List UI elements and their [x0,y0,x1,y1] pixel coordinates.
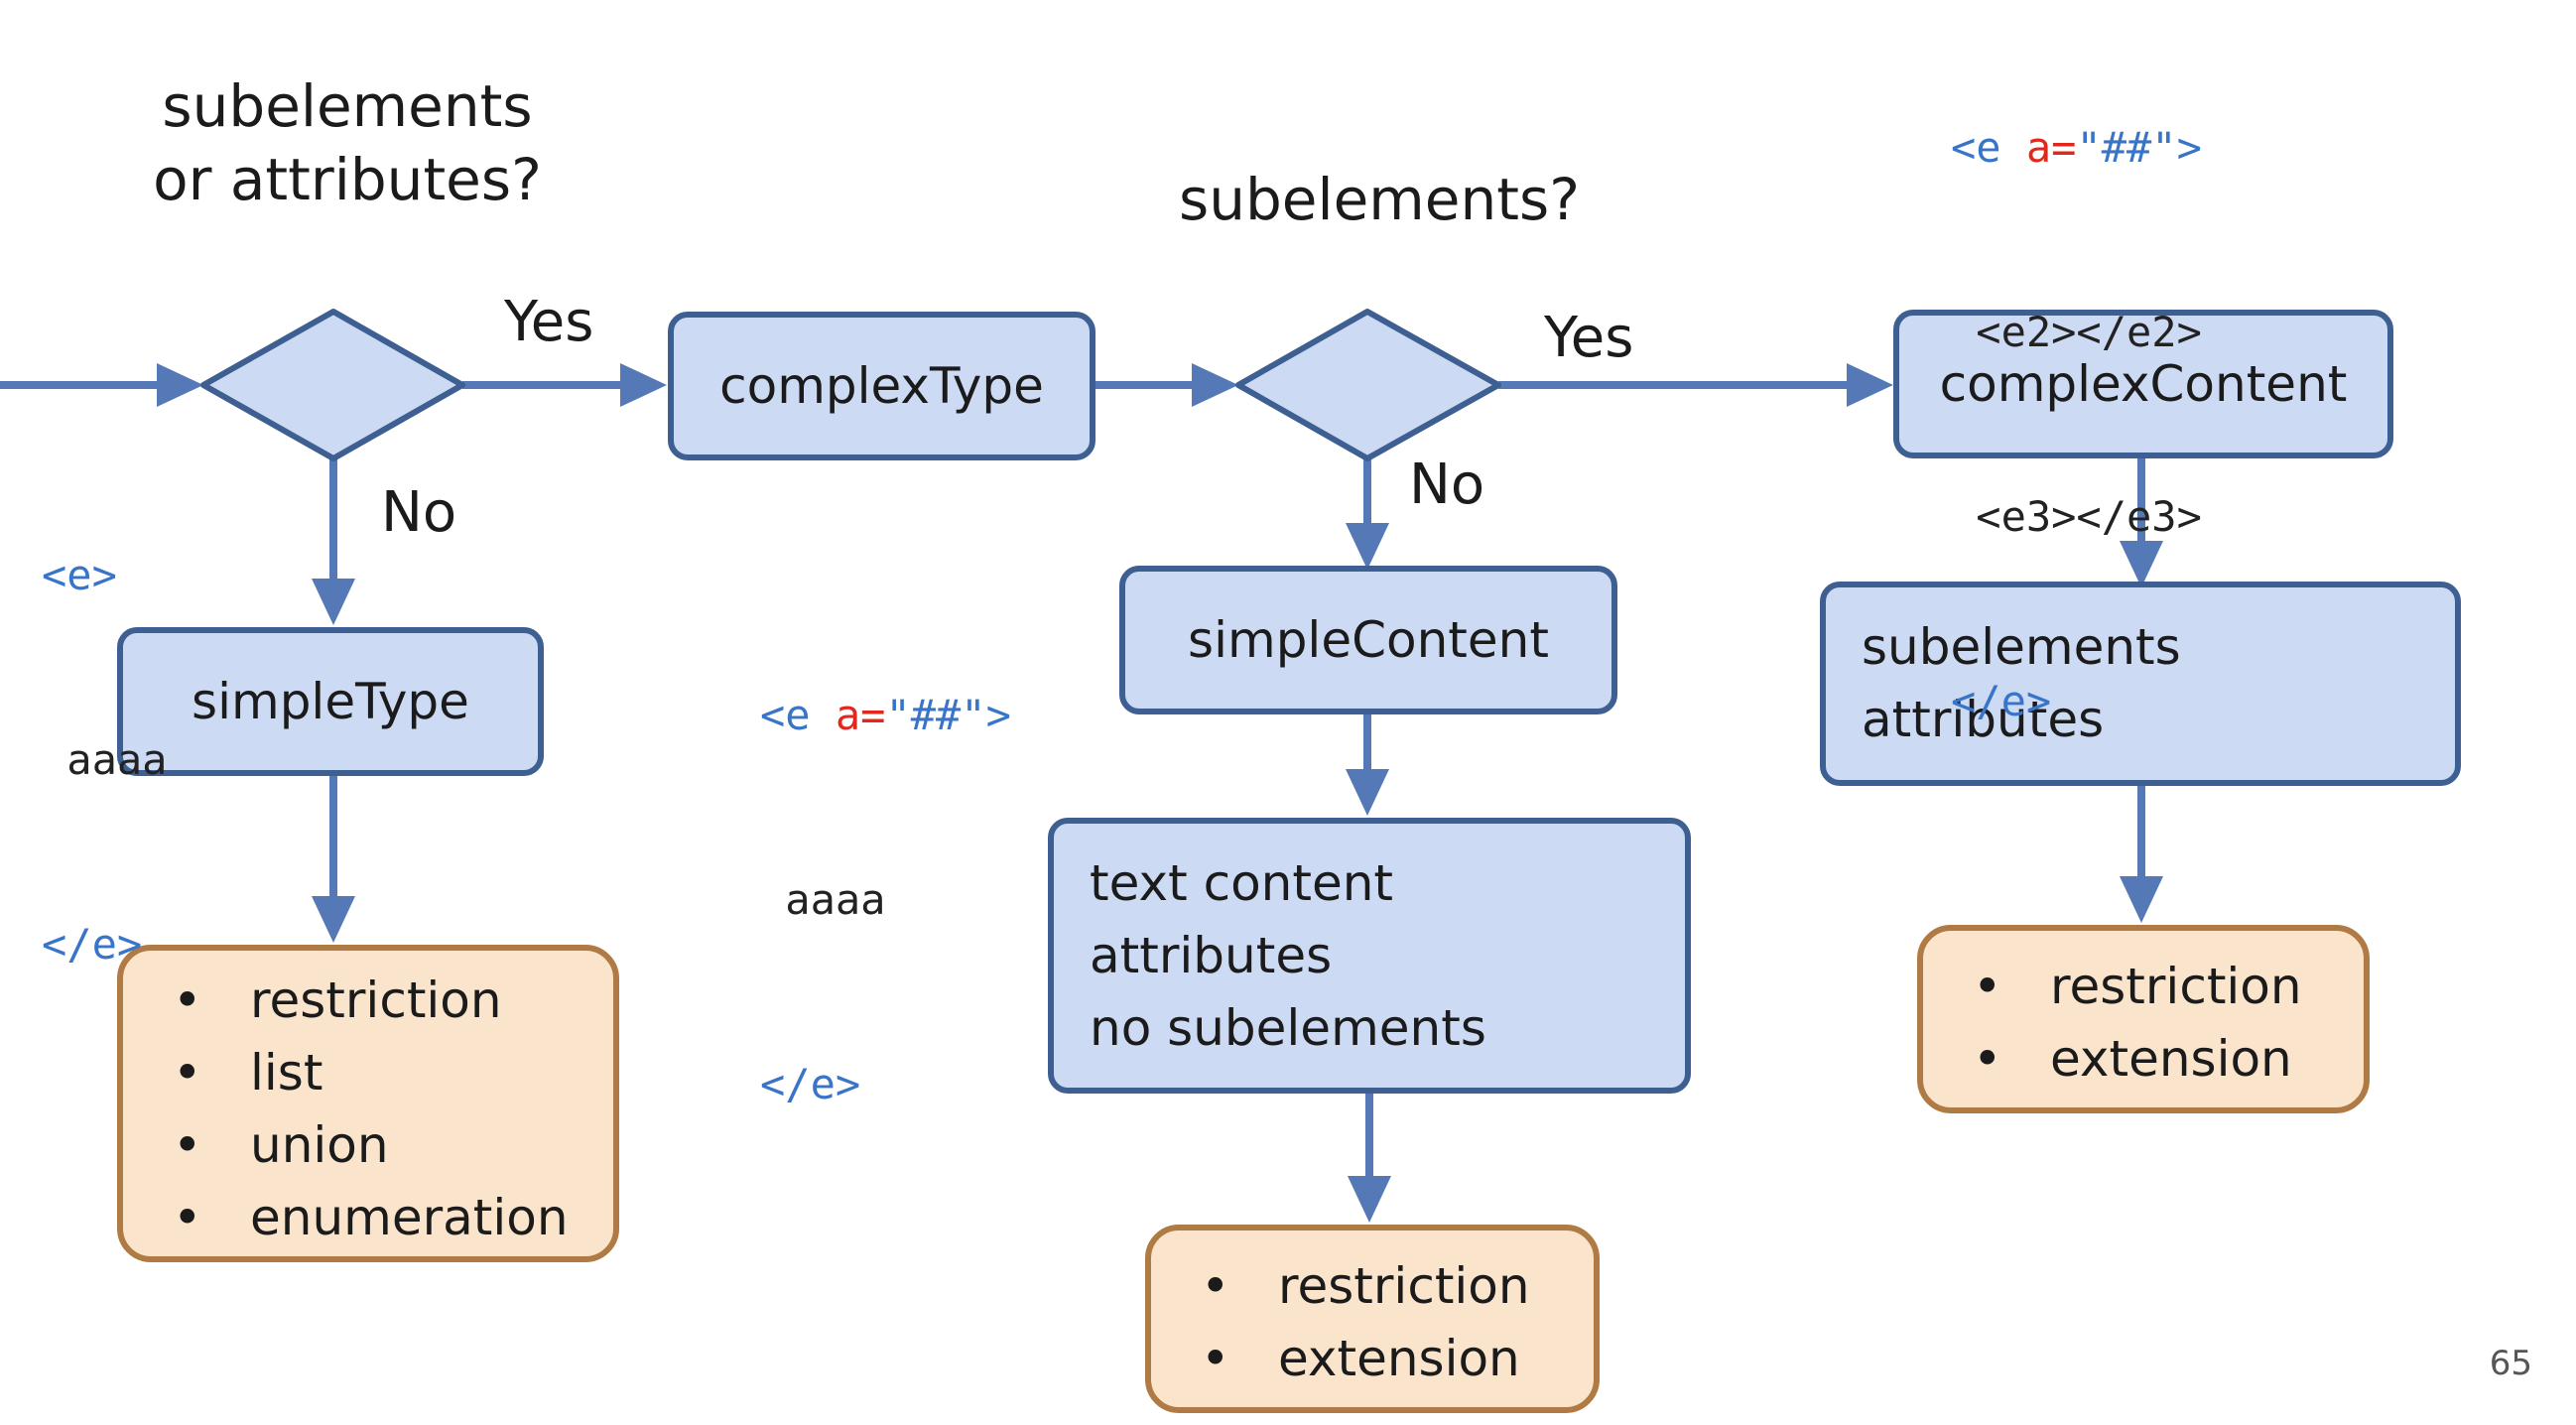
complexcontent-node: complexContent [1893,310,2393,458]
option-label: restriction [1278,1257,1530,1315]
option-label: extension [1278,1330,1520,1387]
code-open-tag: <e> [42,551,117,599]
code-attr-name: a= [2025,123,2077,172]
arrowhead [1847,363,1893,407]
code-close-tag: </e> [760,1060,861,1108]
code-body: aaaa [760,875,886,924]
code-body: aaaa [42,735,168,784]
code-child-e3: <e3></e3> [1951,492,2202,541]
option-label: extension [2050,1030,2292,1088]
arrowhead [312,896,355,943]
code-example-attribute: <e a="##"> aaaa </e> [760,562,1011,1177]
arrowhead [157,363,203,407]
subelements-line: subelements [1862,618,2181,676]
option-label: union [250,1116,389,1174]
question-subelements: subelements? [1179,166,1580,233]
text-content-node: text content attributes no subelements [1048,818,1691,1094]
arrowhead [620,363,667,407]
simpletype-node: simpleType [117,627,544,776]
option-label: restriction [2050,958,2302,1015]
code-open-tag-end: > [2176,123,2202,172]
arrowhead [312,579,355,625]
attributes-line: attributes [1090,926,1333,984]
option-label: restriction [250,972,502,1029]
question-line-1: subelements [162,72,533,140]
option-item: • extension [1151,1323,1594,1395]
question-line-2: or attributes? [153,146,542,213]
complexcontent-label: complexContent [1939,355,2348,413]
code-open-tag: <e [760,691,836,739]
page-number: 65 [2489,1344,2532,1383]
attributes-line: attributes [1862,691,2105,748]
decision-diamond-1 [200,309,465,461]
no-subelements-line: no subelements [1090,998,1486,1057]
bullet-icon: • [1201,1330,1230,1387]
no-label-1: No [381,480,457,545]
bullet-icon: • [1973,1030,2002,1088]
simpletype-options: • restriction • list • union • enumeration [117,945,619,1262]
question-subelements-or-attributes: subelements or attributes? [109,69,585,216]
option-item: • restriction [1923,951,2364,1023]
option-item: • union [123,1109,613,1182]
text-content-line: text content [1090,853,1394,912]
yes-label-2: Yes [1544,306,1634,370]
simplecontent-options: • restriction • extension [1145,1225,1600,1413]
bullet-icon: • [173,1116,202,1174]
simpletype-label: simpleType [192,673,469,730]
arrowhead [1346,523,1389,570]
code-attr-value: "##" [2076,123,2177,172]
option-item: • extension [1923,1023,2364,1096]
arrowhead [2120,876,2163,923]
code-open-tag: <e [1951,123,2026,172]
code-attr-value: "##" [885,691,986,739]
code-child-e2: <e2></e2> [1951,308,2202,356]
option-item: • restriction [1151,1250,1594,1323]
no-label-2: No [1409,453,1485,517]
code-close-tag: </e> [1951,677,2052,725]
code-example-complex: <e a="##"> <e2></e2> <e3></e3> </e> [1951,0,2202,794]
option-label: list [250,1044,323,1101]
code-open-tag-end: > [985,691,1011,739]
arrowhead [1348,1176,1391,1223]
bullet-icon: • [1201,1257,1230,1315]
subelements-attributes-node: subelements attributes [1820,582,2461,786]
option-item: • restriction [123,965,613,1037]
simplecontent-node: simpleContent [1119,566,1617,714]
decision-diamond-2 [1235,309,1501,461]
bullet-icon: • [173,972,202,1029]
simplecontent-label: simpleContent [1188,611,1549,669]
option-item: • enumeration [123,1182,613,1254]
bullet-icon: • [173,1189,202,1246]
option-label: enumeration [250,1189,569,1246]
option-item: • list [123,1037,613,1109]
arrowhead [1346,769,1389,816]
arrowhead [2120,541,2163,587]
bullet-icon: • [1973,958,2002,1015]
complextype-label: complexType [719,357,1044,415]
code-close-tag: </e> [42,920,143,969]
bullet-icon: • [173,1044,202,1101]
code-example-simple: <e> aaaa </e> [42,422,167,1037]
yes-label-1: Yes [504,290,594,354]
complextype-node: complexType [668,312,1095,460]
complexcontent-options: • restriction • extension [1917,925,2370,1113]
code-attr-name: a= [835,691,886,739]
arrowhead [1192,363,1238,407]
